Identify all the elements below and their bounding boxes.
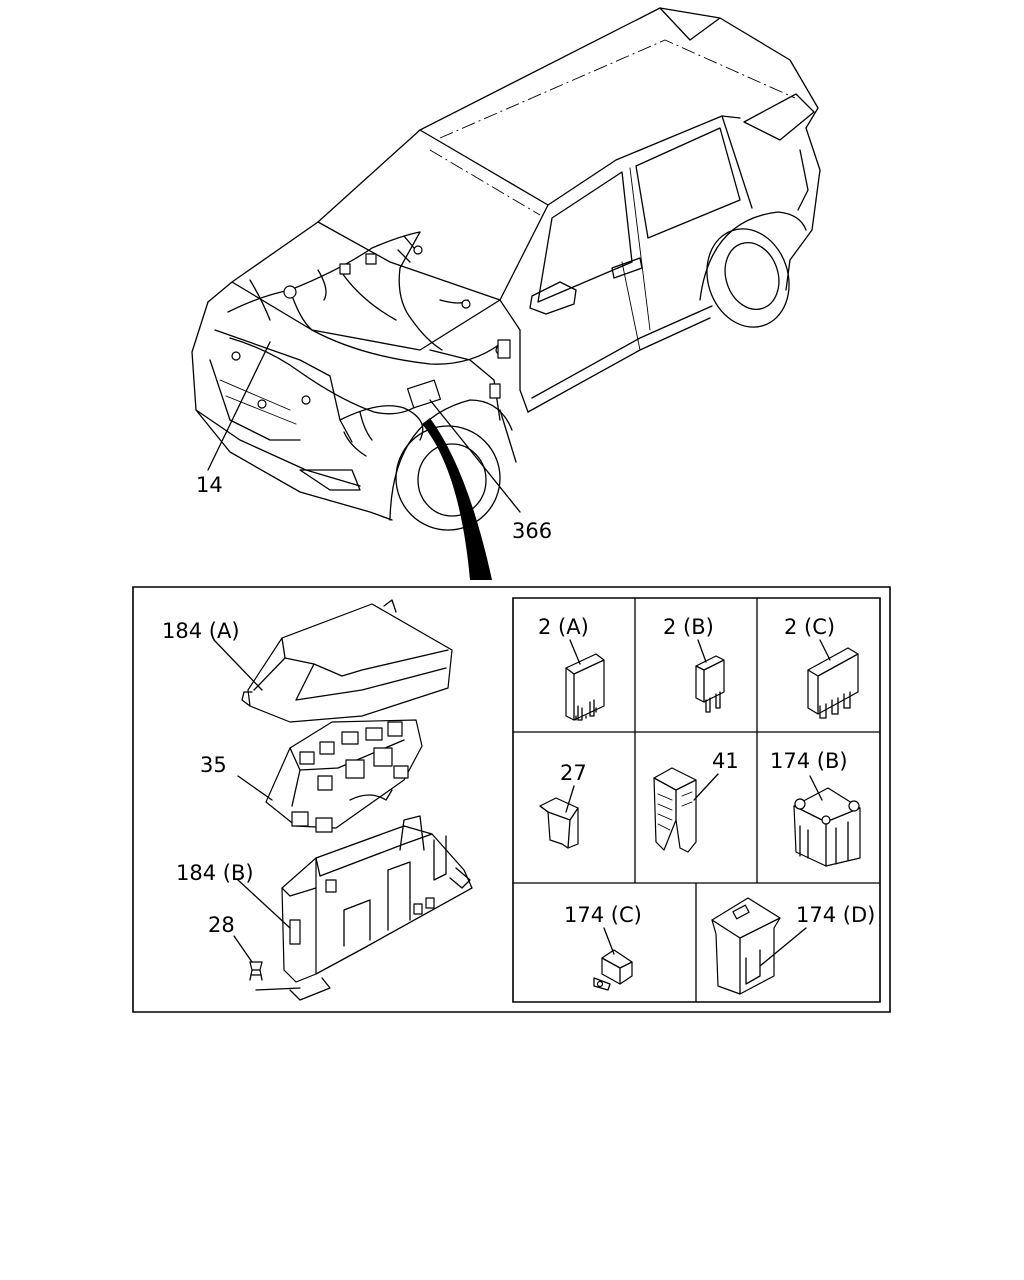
- callout-184b: 184 (B): [176, 861, 254, 885]
- leader-28-tail: [256, 988, 300, 990]
- fuse-box-exploded: 184 (A) 35: [162, 600, 472, 1000]
- fuse-174b: [794, 788, 860, 866]
- relay-b: [696, 656, 724, 712]
- leader-184a: [214, 640, 262, 690]
- fuse-174d: [712, 898, 780, 994]
- callout-35: 35: [200, 753, 227, 777]
- wiring-harness: [228, 232, 510, 456]
- leader-184b: [238, 880, 290, 928]
- upper-cover: [242, 600, 452, 722]
- callout-2c: 2 (C): [784, 615, 835, 639]
- callout-41: 41: [712, 749, 739, 773]
- mini-fuse: [540, 798, 578, 848]
- detail-frame: [133, 587, 890, 1012]
- callout-174b: 174 (B): [770, 749, 848, 773]
- callout-2b: 2 (B): [663, 615, 714, 639]
- leader-28: [234, 936, 252, 962]
- leader-14: [208, 342, 270, 470]
- relay-c: [808, 648, 858, 718]
- fuse-puller: [654, 768, 696, 852]
- callout-174d: 174 (D): [796, 903, 875, 927]
- callout-184a: 184 (A): [162, 619, 240, 643]
- callout-366: 366: [512, 519, 552, 543]
- callout-2a: 2 (A): [538, 615, 589, 639]
- relay-a: [566, 654, 604, 720]
- callout-28: 28: [208, 913, 235, 937]
- screw: [250, 962, 262, 980]
- leader-366: [430, 400, 520, 512]
- fuse-174c: [594, 950, 632, 990]
- leader-35: [238, 776, 272, 800]
- callout-14: 14: [196, 473, 223, 497]
- lower-box: [282, 816, 472, 1000]
- fuse-block: [266, 720, 422, 832]
- callout-27: 27: [560, 761, 587, 785]
- vehicle-illustration: 14 366: [192, 8, 820, 580]
- detail-arrow: [422, 418, 492, 580]
- callout-174c: 174 (C): [564, 903, 642, 927]
- parts-grid: 2 (A) 2 (B) 2 (C) 27 41: [513, 598, 880, 1002]
